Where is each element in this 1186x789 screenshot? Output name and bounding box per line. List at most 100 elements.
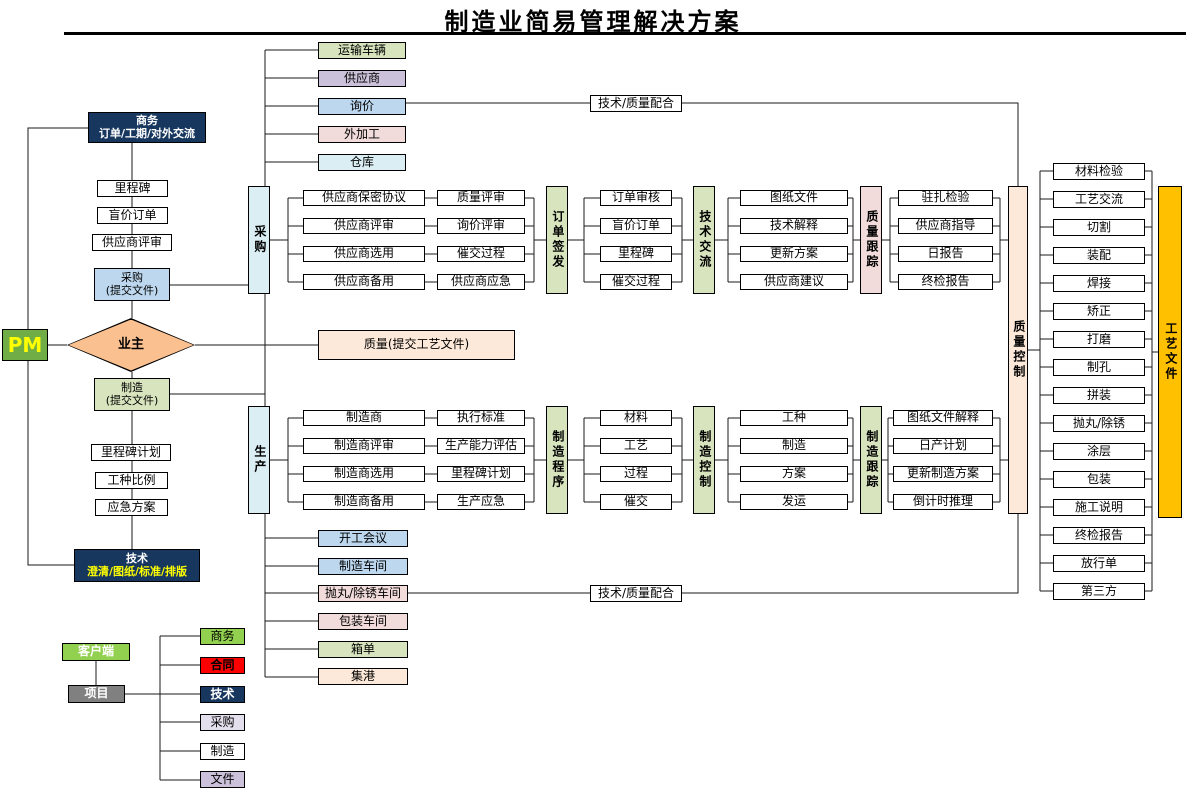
tech-exchange-lane: 技术交流: [693, 186, 715, 294]
order-issuance-lane: 订单签发: [546, 186, 568, 294]
worktype-ratio: 工种比例: [95, 472, 168, 489]
port-delivery: 集港: [318, 668, 408, 685]
inquiry: 询价: [318, 98, 406, 115]
owner-diamond-label: 业主: [117, 336, 144, 352]
packing-list: 箱单: [318, 641, 408, 658]
drawing-files: 图纸文件: [740, 190, 848, 206]
connector: [682, 102, 1019, 186]
blind-price-order: 盲价订单: [97, 207, 168, 224]
tech-quality-coop-top: 技术/质量配合: [590, 95, 682, 112]
hole-making: 制孔: [1053, 359, 1145, 376]
shot-blasting-workshop: 抛丸/除锈车间: [318, 585, 408, 602]
release-note: 放行单: [1053, 555, 1145, 572]
milestone-plan-left: 里程碑计划: [91, 444, 171, 461]
countdown-reasoning: 倒计时推理: [893, 494, 993, 510]
blind-price-order-2: 盲价订单: [600, 218, 672, 234]
final-inspection-report: 终检报告: [898, 274, 993, 290]
coating: 涂层: [1053, 443, 1145, 460]
mini-manufacture: 制造: [200, 743, 245, 760]
supplier-suggestion: 供应商建议: [740, 274, 848, 290]
owner-diamond: 业主: [67, 318, 195, 372]
emergency-plan: 应急方案: [95, 499, 168, 516]
supplier-review-left: 供应商评审: [92, 234, 172, 251]
material-inspection: 材料检验: [1053, 163, 1145, 180]
manufacturer-backup: 制造商备用: [303, 494, 425, 510]
plan: 方案: [740, 466, 848, 482]
mini-procurement: 采购: [200, 714, 245, 731]
material: 材料: [600, 410, 672, 426]
quality-control-lane: 质量控制: [1008, 186, 1028, 514]
manufacture: 制造: [740, 438, 848, 454]
grinding: 打磨: [1053, 331, 1145, 348]
kickoff-meeting: 开工会议: [318, 530, 408, 547]
welding: 焊接: [1053, 275, 1145, 292]
capacity-assessment: 生产能力评估: [437, 438, 525, 454]
expediting-process-2: 催交过程: [600, 274, 672, 290]
quality-review: 质量评审: [437, 190, 525, 206]
manufacture-submit-docs: 制造(提交文件): [94, 378, 170, 411]
manufacturer: 制造商: [303, 410, 425, 426]
outsourcing: 外加工: [318, 126, 406, 143]
supplier-review: 供应商评审: [303, 218, 425, 234]
expediting: 催交: [600, 494, 672, 510]
supplier-emergency: 供应商应急: [437, 274, 525, 290]
inquiry-review: 询价评审: [437, 218, 525, 234]
daily-production-plan: 日产计划: [893, 438, 993, 454]
supplier-backup: 供应商备用: [303, 274, 425, 290]
mini-contract: 合同: [200, 657, 245, 674]
process: 过程: [600, 466, 672, 482]
quality-submit-docs: 质量(提交工艺文件): [318, 330, 515, 360]
supplier-selection: 供应商选用: [303, 246, 425, 262]
daily-report: 日报告: [898, 246, 993, 262]
connector: [682, 514, 1019, 594]
execution-standard: 执行标准: [437, 410, 525, 426]
update-manufacturing-plan: 更新制造方案: [893, 466, 993, 482]
order-audit: 订单审核: [600, 190, 672, 206]
onsite-inspection: 驻扎检验: [898, 190, 993, 206]
mini-documents: 文件: [200, 771, 245, 788]
header-technical: 技术澄清/图纸/标准/排版: [74, 549, 200, 582]
warehouse: 仓库: [318, 154, 406, 171]
production-lane: 生产: [248, 406, 270, 514]
expediting-process: 催交过程: [437, 246, 525, 262]
packaging-workshop: 包装车间: [318, 613, 408, 630]
manufacture-submit-docs-text: 制造(提交文件): [105, 380, 159, 407]
supplier: 供应商: [318, 70, 406, 87]
final-inspection-report-2: 终检报告: [1053, 527, 1145, 544]
title-underline: [64, 32, 1186, 35]
assembly: 装配: [1053, 247, 1145, 264]
construction-instructions: 施工说明: [1053, 499, 1145, 516]
fitting-assembly: 拼装: [1053, 387, 1145, 404]
client: 客户端: [62, 643, 130, 661]
transport-vehicles: 运输车辆: [318, 42, 406, 59]
cutting: 切割: [1053, 219, 1145, 236]
project: 项目: [68, 685, 125, 703]
procurement-submit-docs-text: 采购(提交文件): [105, 270, 159, 297]
third-party: 第三方: [1053, 583, 1145, 600]
header-business-text: 商务订单/工期/对外交流: [98, 113, 196, 140]
manufacturer-selection: 制造商选用: [303, 466, 425, 482]
tech-quality-coop-bottom: 技术/质量配合: [590, 585, 682, 602]
milestone-plan-2: 里程碑计划: [437, 466, 525, 482]
manufacturer-review: 制造商评审: [303, 438, 425, 454]
craft-documents-lane: 工艺文件: [1158, 186, 1182, 518]
procurement-submit-docs: 采购(提交文件): [94, 268, 170, 301]
manufacturing-control-lane: 制造控制: [693, 406, 715, 514]
update-plan: 更新方案: [740, 246, 848, 262]
shipping: 发运: [740, 494, 848, 510]
manufacturing-tracking-lane: 制造跟踪: [860, 406, 882, 514]
page-title: 制造业简易管理解决方案: [444, 8, 742, 36]
manufacturing-workshop: 制造车间: [318, 558, 408, 575]
manufacturing-procedure-lane: 制造程序: [546, 406, 568, 514]
supplier-nda: 供应商保密协议: [303, 190, 425, 206]
header-business: 商务订单/工期/对外交流: [88, 112, 206, 143]
straightening: 矫正: [1053, 303, 1145, 320]
milestone: 里程碑: [97, 180, 168, 197]
milestone-2: 里程碑: [600, 246, 672, 262]
craft: 工艺: [600, 438, 672, 454]
drawing-file-explanation: 图纸文件解释: [893, 410, 993, 426]
procurement-lane: 采购: [248, 186, 270, 294]
mini-business: 商务: [200, 628, 245, 645]
craft-exchange: 工艺交流: [1053, 191, 1145, 208]
